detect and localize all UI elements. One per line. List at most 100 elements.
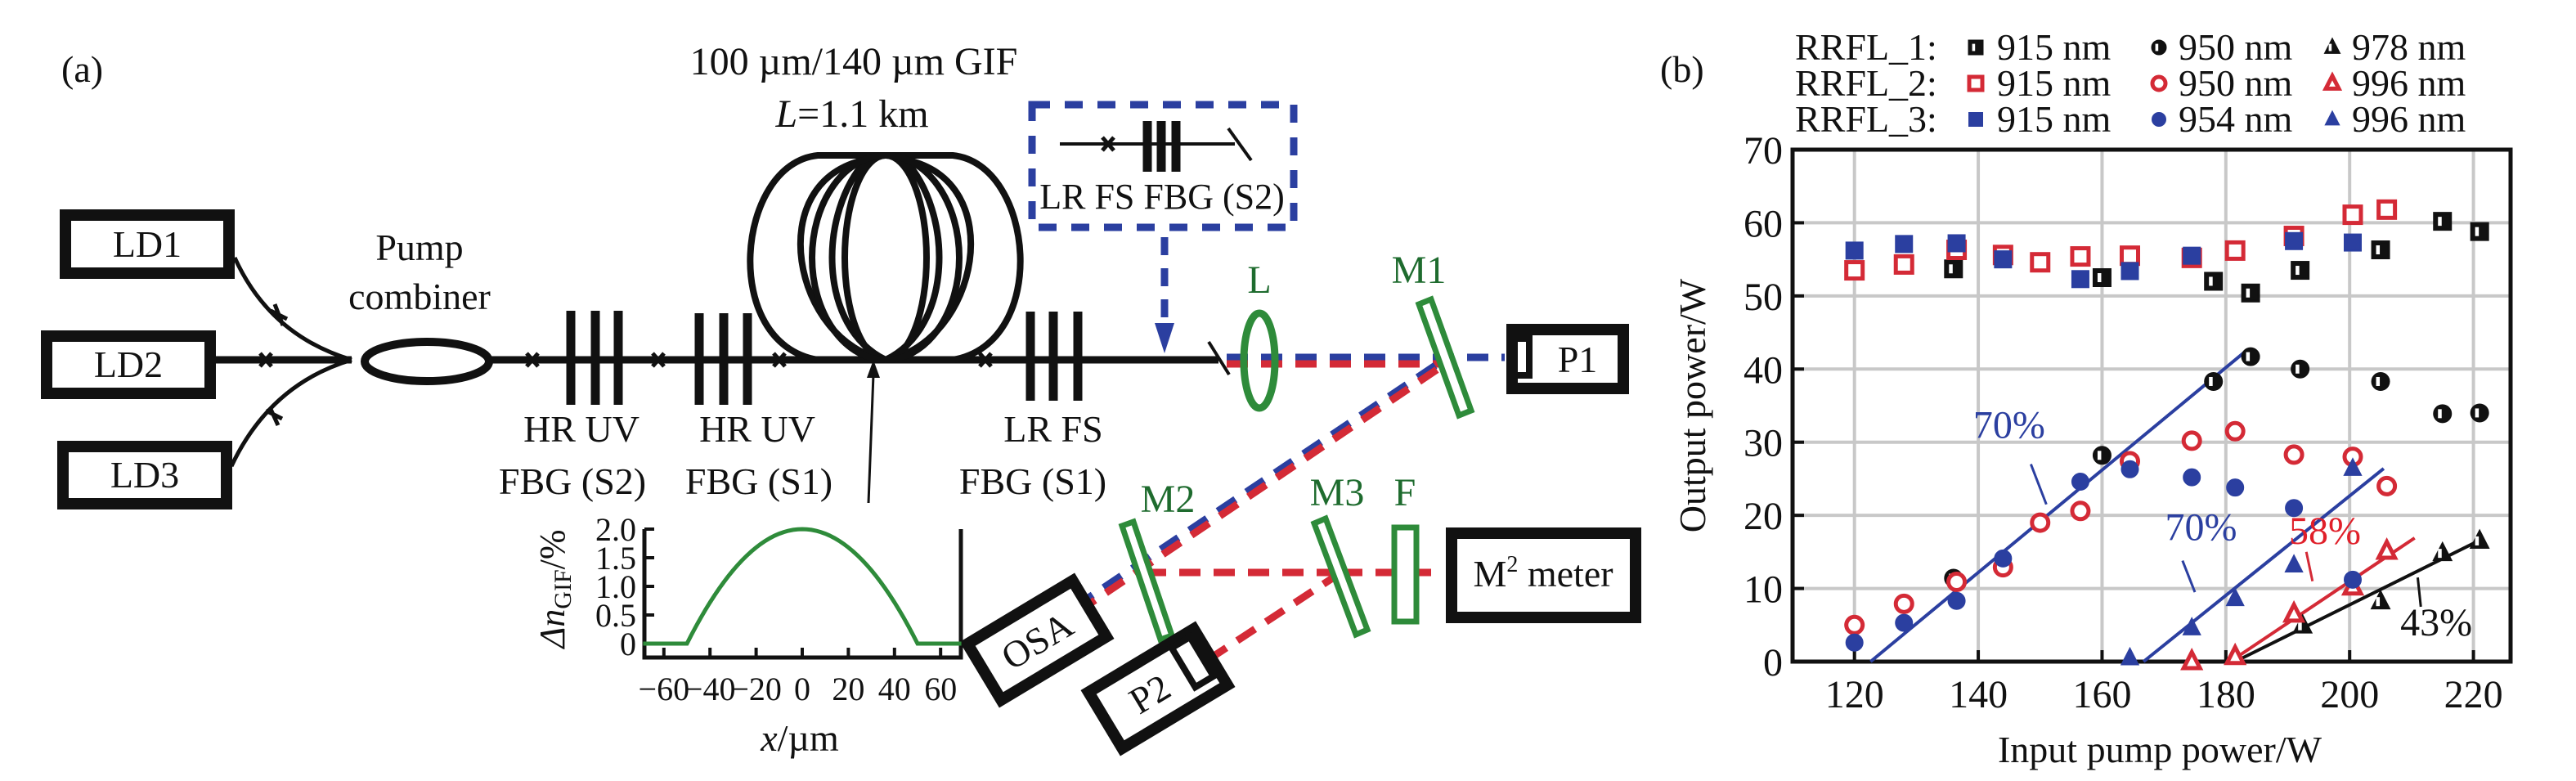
- square-marker: [2070, 246, 2091, 267]
- data-point: [2470, 403, 2489, 423]
- fit-slope-label: 70%: [2165, 506, 2237, 550]
- marker-half-highlight: [2438, 549, 2442, 559]
- fiber-title: 100 µm/140 µm GIF: [690, 40, 1018, 83]
- p2-detector: P2: [1080, 621, 1236, 756]
- inset-x-label-unit: /µm: [778, 717, 839, 759]
- data-point: [2432, 541, 2453, 562]
- circle-marker: [1895, 613, 1914, 632]
- data-point: [2071, 473, 2089, 491]
- p1-detector: P1: [1506, 324, 1629, 394]
- grating-2-label-line2: FBG (S1): [685, 460, 832, 502]
- circle-marker: [2226, 478, 2245, 497]
- gif-fiber-coil: [747, 152, 1024, 363]
- data-point: [2092, 446, 2112, 465]
- y-tick-label: 0: [1763, 641, 1783, 684]
- marker-half-highlight: [2475, 408, 2480, 418]
- ld1-pump-fiber: [232, 256, 352, 362]
- square-marker: [2342, 204, 2363, 226]
- splice-mark: [772, 352, 787, 368]
- mirror-m2-label: M2: [1141, 478, 1196, 521]
- ld2-rect: [41, 330, 216, 399]
- square-marker: [1967, 74, 1985, 92]
- inset-y-label-unit: /%: [532, 529, 572, 569]
- marker-half-highlight: [2298, 621, 2302, 631]
- triangle-marker: [2225, 587, 2245, 607]
- data-point: [2375, 536, 2399, 560]
- square-marker: [2433, 212, 2453, 231]
- marker-half-highlight: [1972, 43, 1976, 52]
- fit-line-group: 70%: [2142, 467, 2385, 663]
- data-point: [2291, 261, 2310, 281]
- data-point: [2120, 460, 2139, 478]
- splice-mark: [651, 352, 666, 368]
- mirror-m2: [1118, 518, 1176, 644]
- legend-entry: 950 nm: [2151, 26, 2293, 68]
- circle-marker: [2371, 371, 2390, 391]
- square-marker: [2204, 272, 2224, 291]
- square-marker: [2376, 199, 2398, 220]
- triangle-marker: [2120, 646, 2140, 666]
- circle-marker: [2376, 475, 2398, 496]
- data-point: [2180, 648, 2204, 671]
- splice-mark: [258, 352, 273, 368]
- inset-x-tick-label: 20: [832, 671, 864, 707]
- output-angle-cleave: [1207, 340, 1231, 376]
- legend-entry: 954 nm: [2152, 98, 2293, 140]
- data-point: [2291, 359, 2310, 379]
- circle-marker: [2152, 112, 2166, 127]
- circle-marker: [2291, 359, 2310, 379]
- chart-grid: [1793, 150, 2511, 662]
- combiner-label: combiner: [348, 276, 491, 317]
- mirror-m1-label: M1: [1392, 249, 1447, 292]
- data-point: [1844, 260, 1865, 281]
- square-marker: [1968, 39, 1984, 56]
- fit-label-leader: [2304, 551, 2314, 581]
- data-point: [2224, 420, 2246, 442]
- triangle-marker: [2182, 617, 2201, 635]
- inset-x-tick-label: 60: [924, 671, 957, 707]
- fbg-s2-swap-box: [1028, 101, 1298, 231]
- circle-marker: [2470, 403, 2489, 423]
- data-point: [2433, 212, 2453, 231]
- data-point: [2282, 599, 2306, 623]
- data-point: [2370, 589, 2391, 610]
- circle-marker: [2183, 468, 2201, 487]
- circle-marker: [2120, 460, 2139, 478]
- panel-a: (a) 100 µm/140 µm GIF L=1.1 km LD1 LD2 L…: [41, 40, 1641, 759]
- circle-marker: [2224, 420, 2246, 442]
- circle-marker: [2181, 430, 2202, 451]
- marker-half-highlight: [2296, 364, 2300, 374]
- square-marker: [2183, 246, 2201, 265]
- circle-marker: [1947, 591, 1966, 610]
- legend-entry-label: 915 nm: [1997, 62, 2112, 104]
- legend-entry-label: 950 nm: [2179, 62, 2293, 104]
- data-point: [2470, 222, 2489, 241]
- marker-half-highlight: [2097, 451, 2102, 460]
- inset-x-tick-label: −40: [684, 671, 736, 707]
- data-point: [1947, 591, 1966, 610]
- m2-meter-label-rest: meter: [1518, 553, 1613, 595]
- ld2-label: LD2: [94, 343, 163, 385]
- fit-slope-label: 43%: [2400, 601, 2472, 644]
- marker-half-highlight: [2376, 597, 2381, 607]
- data-point: [2183, 468, 2201, 487]
- series-rrfl-2-915-nm: [1844, 199, 2398, 281]
- legend-row-label: RRFL_2:: [1795, 62, 1937, 104]
- grating-2-label-line1: HR UV: [699, 408, 815, 450]
- square-marker: [1947, 234, 1966, 253]
- square-marker: [1893, 254, 1914, 275]
- square-marker: [1944, 259, 1963, 279]
- ld1-rect: [60, 209, 235, 279]
- data-point: [2285, 499, 2304, 518]
- y-axis-label: Output power/W: [1672, 278, 1713, 532]
- legend-entry: 915 nm: [1968, 26, 2112, 68]
- m2-meter: M2 meter: [1446, 527, 1641, 623]
- data-point: [2204, 371, 2224, 391]
- coil-loop-middle: [809, 152, 963, 363]
- series-rrfl-3-915-nm: [1845, 231, 2362, 289]
- square-marker: [2291, 261, 2310, 281]
- fit-line-group: 70%: [1869, 351, 2246, 663]
- triangle-marker: [2370, 589, 2391, 610]
- legend-entry-label: 950 nm: [2179, 26, 2293, 68]
